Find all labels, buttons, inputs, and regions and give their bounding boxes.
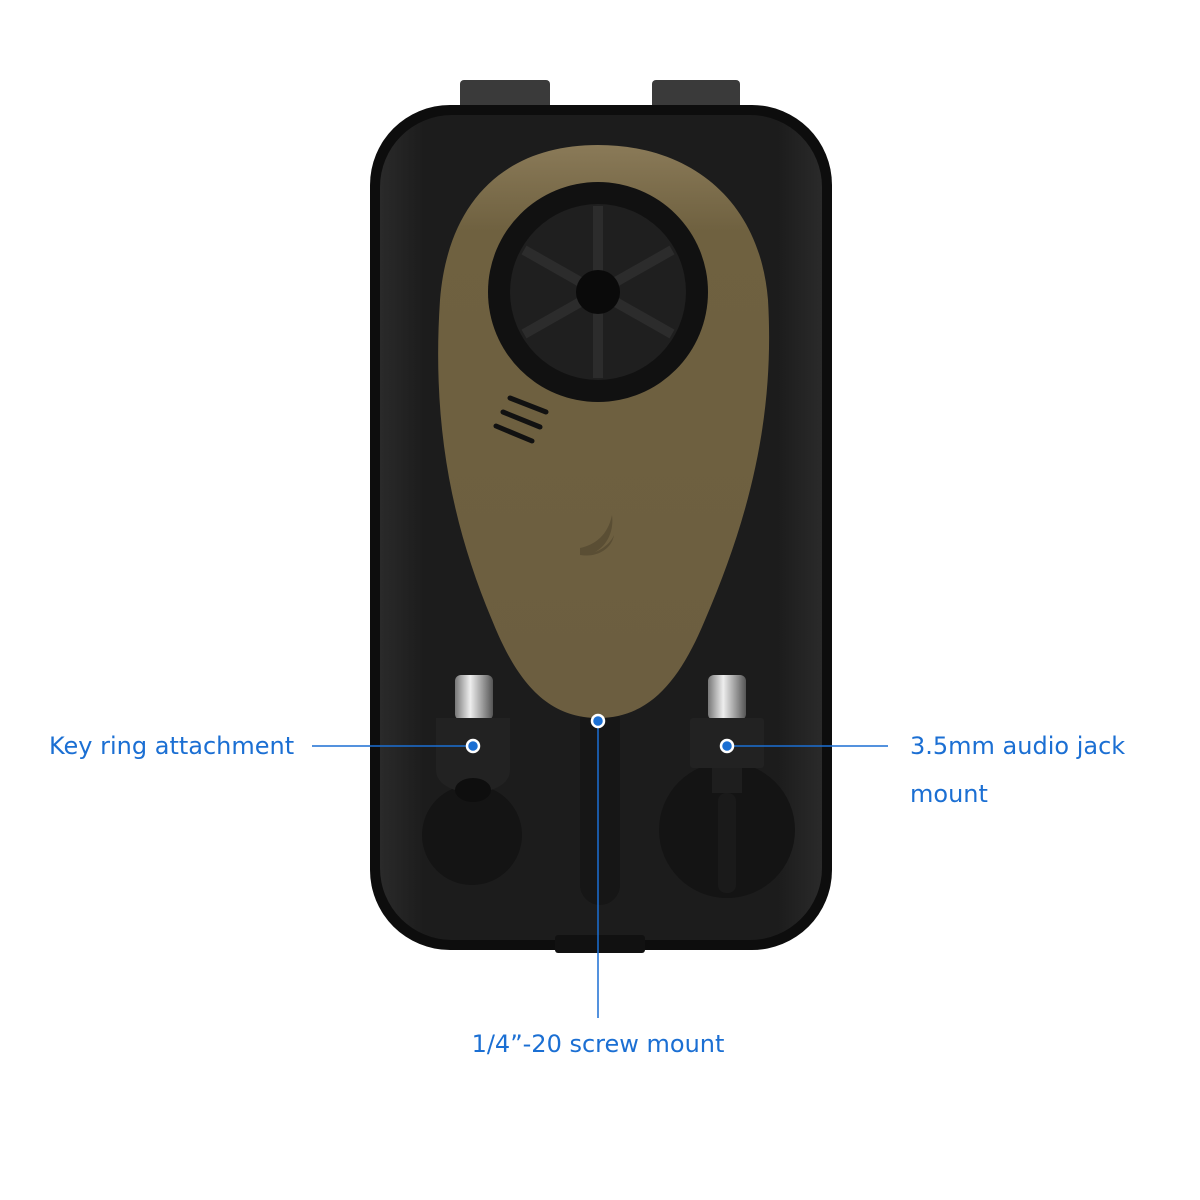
key-ring-attachment <box>436 675 510 802</box>
brand-logo-icon <box>580 515 614 556</box>
callout-audio-jack-mount: 3.5mm audio jack mount <box>910 722 1125 818</box>
callout-dots <box>465 713 735 754</box>
case-bottom-notch <box>555 935 645 953</box>
callout-lines <box>312 721 888 1018</box>
callout-key-ring-attachment: Key ring attachment <box>49 732 295 760</box>
vent-slots-icon <box>493 395 549 444</box>
callout-audio-jack-line2: mount <box>910 780 988 808</box>
impeller-icon <box>488 182 708 402</box>
callout-screw-mount: 1/4”-20 screw mount <box>471 1030 725 1058</box>
callout-audio-jack-line1: 3.5mm audio jack <box>910 732 1126 760</box>
